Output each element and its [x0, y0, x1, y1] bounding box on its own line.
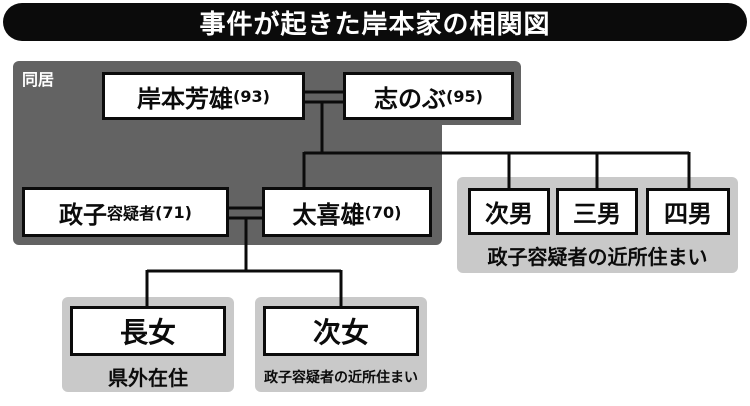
eldest-daughter-box: 長女 [70, 306, 226, 356]
grandmother-name: 志のぶ [374, 84, 447, 113]
second-son-name: 次男 [485, 200, 533, 228]
eldest-daughter-name: 長女 [119, 316, 176, 349]
wife-age: (71) [155, 202, 192, 222]
fourth-son-box: 四男 [646, 188, 730, 235]
household-label: 同居 [22, 70, 55, 89]
brothers-note: 政子容疑者の近所住まい [487, 245, 708, 269]
third-son-name: 三男 [573, 200, 621, 228]
wife-role: 容疑者 [107, 204, 156, 223]
fourth-son-name: 四男 [664, 200, 712, 228]
title-banner: 事件が起きた岸本家の相関図 [3, 3, 747, 41]
grandfather-box: 岸本芳雄(93) [102, 72, 305, 120]
grandfather-age: (93) [233, 86, 270, 106]
wife-box: 政子容疑者(71) [22, 187, 229, 237]
third-son-box: 三男 [556, 188, 638, 235]
second-daughter-name: 次女 [312, 316, 369, 349]
husband-name: 太喜雄 [292, 200, 365, 229]
grandmother-box: 志のぶ(95) [343, 72, 514, 120]
diagram-title: 事件が起きた岸本家の相関図 [199, 9, 551, 40]
second-daughter-box: 次女 [263, 306, 419, 356]
second-daughter-note: 政子容疑者の近所住まい [264, 370, 418, 386]
eldest-daughter-note: 県外在住 [108, 366, 188, 390]
grandfather-name: 岸本芳雄 [137, 84, 234, 113]
second-son-box: 次男 [468, 188, 550, 235]
husband-box: 太喜雄(70) [262, 187, 432, 237]
grandmother-age: (95) [446, 86, 483, 106]
wife-name: 政子 [59, 200, 108, 229]
husband-age: (70) [364, 202, 402, 222]
